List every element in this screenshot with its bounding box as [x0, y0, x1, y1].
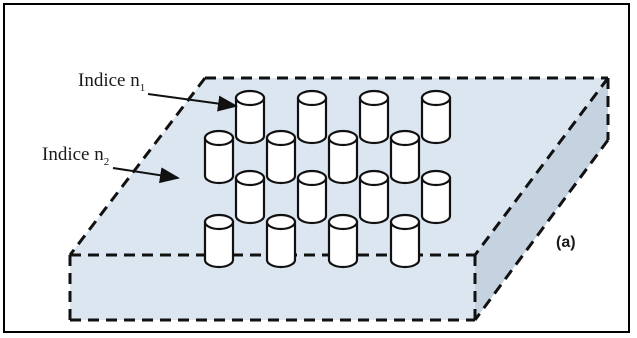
cylinder-rod — [296, 89, 328, 145]
cylinder-rod — [234, 89, 266, 145]
figure-border — [3, 3, 630, 333]
cylinder-rod — [265, 129, 297, 185]
cylinder-rod — [420, 169, 452, 225]
cylinder-rod — [296, 169, 328, 225]
cylinder-rod — [420, 89, 452, 145]
cylinder-rod — [389, 129, 421, 185]
label-n1-text: Indice n — [78, 70, 140, 91]
label-n1-subscript: 1 — [139, 81, 146, 94]
cylinder-rod — [358, 169, 390, 225]
cylinder-rod — [327, 213, 359, 269]
cylinder-rod — [265, 213, 297, 269]
cylinder-rod — [234, 169, 266, 225]
cylinder-rod — [358, 89, 390, 145]
cylinder-array — [203, 89, 452, 269]
panel-label: (a) — [556, 234, 576, 251]
label-index-n1: Indice n1 — [78, 70, 145, 94]
slab-side-face — [475, 78, 608, 320]
label-index-n2: Indice n2 — [42, 144, 109, 168]
arrow-n1 — [147, 93, 238, 112]
slab-front-face — [70, 255, 475, 320]
cylinder-rod — [327, 129, 359, 185]
arrow-n2 — [112, 167, 180, 184]
label-n2-subscript: 2 — [103, 155, 110, 168]
cylinder-rod — [203, 129, 235, 185]
cylinder-rod — [203, 213, 235, 269]
cylinder-rod — [389, 213, 421, 269]
label-n2-text: Indice n — [42, 144, 104, 165]
